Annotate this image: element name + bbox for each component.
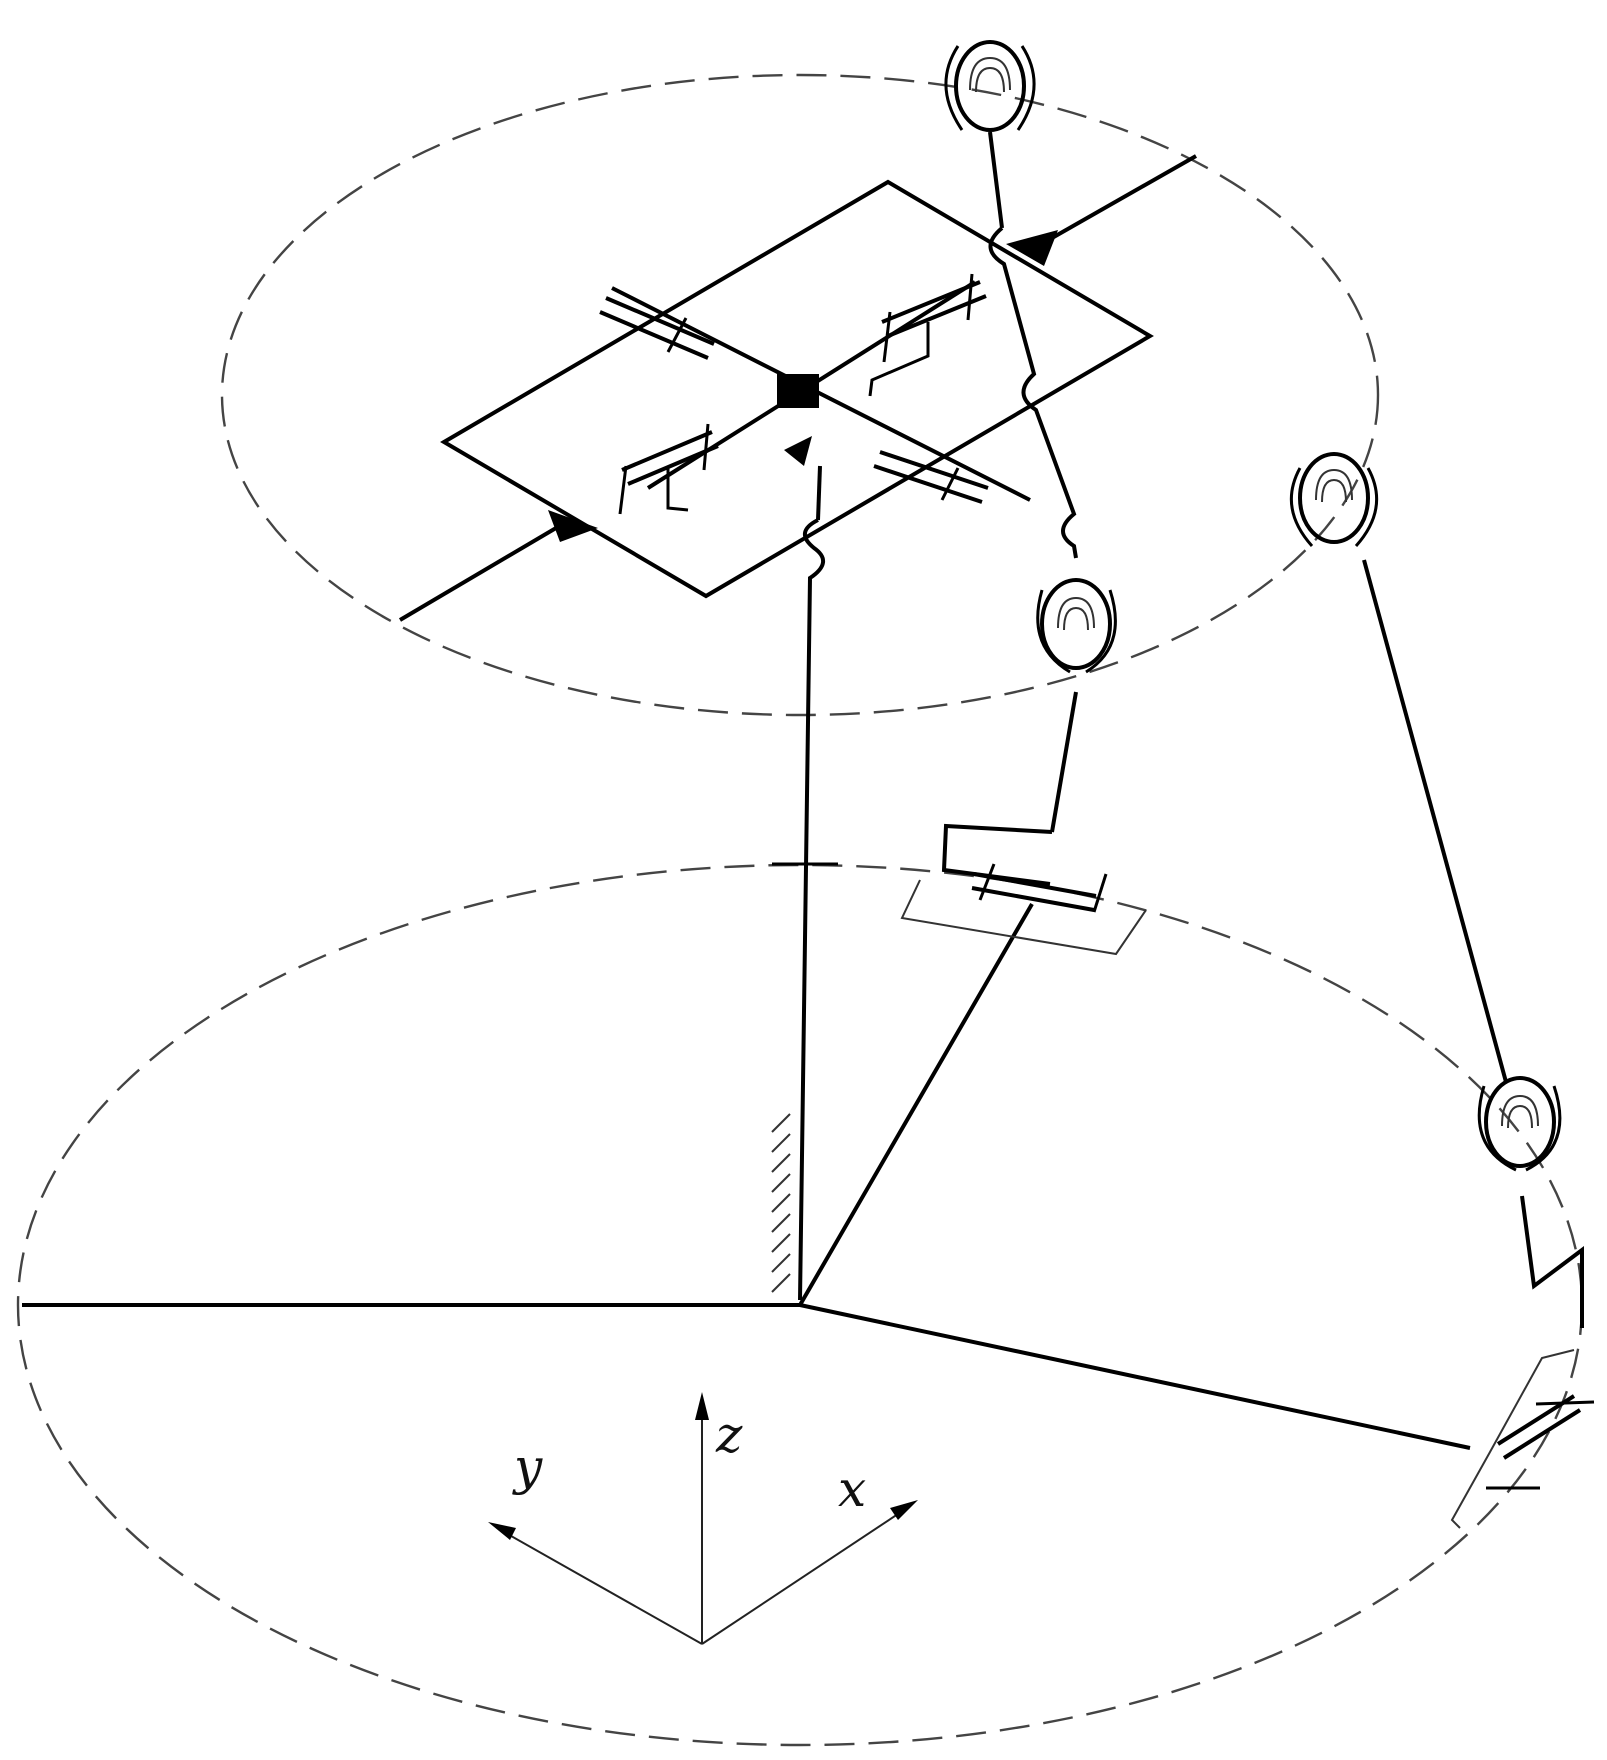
leg-3 (1362, 559, 1595, 1529)
spherical-joint-4 (1477, 1076, 1562, 1172)
base-frame (22, 902, 1471, 1450)
z-arrow (695, 1392, 709, 1420)
base-line-diagonal (798, 902, 1034, 1307)
spherical-joint-2 (1036, 578, 1117, 674)
universal-joint-lower-right (873, 450, 989, 504)
arm-mount-right (1006, 230, 1058, 266)
base-mount-1 (900, 879, 1147, 956)
z-axis-label: z (715, 1406, 743, 1464)
arm-mount-left (548, 510, 598, 542)
platform-center-block (777, 374, 819, 408)
spherical-joint-3 (1289, 452, 1379, 547)
base-line-right (799, 1303, 1471, 1450)
platform-arm-right (1051, 154, 1197, 240)
leg-3-link (1520, 1195, 1584, 1328)
ground-hatch (771, 1113, 791, 1293)
x-arrow (890, 1500, 918, 1520)
x-axis (701, 1509, 905, 1645)
base-revolute-joint-2 (1486, 1394, 1595, 1490)
leg-1 (988, 131, 1078, 559)
central-column (771, 465, 838, 1301)
universal-joint-upper-left (599, 296, 715, 360)
universal-joint-lower-left (618, 423, 719, 515)
universal-joint-upper-right (868, 273, 987, 397)
coordinate-frame: z x y (488, 1392, 918, 1645)
y-arrow (488, 1522, 516, 1540)
y-axis-label: y (512, 1438, 543, 1496)
platform-plate (440, 179, 1154, 599)
base-revolute-joint-1 (971, 863, 1108, 913)
platform-arm-left (398, 516, 575, 622)
base-mount-2 (1450, 1349, 1575, 1529)
workspace-boundaries (16, 73, 1584, 1747)
x-axis-label: x (838, 1460, 866, 1518)
center-mount-triangle (784, 436, 812, 466)
spherical-joint-1 (944, 40, 1036, 132)
upper-platform-circle (220, 73, 1380, 717)
y-axis (503, 1531, 703, 1645)
leg-2 (900, 691, 1147, 956)
moving-platform (398, 154, 1197, 622)
